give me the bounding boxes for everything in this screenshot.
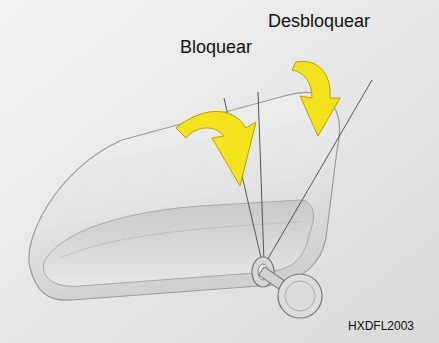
reference-line [258, 92, 264, 262]
key-head [278, 274, 322, 318]
unlock-arrow [292, 61, 340, 136]
handle-body [29, 92, 340, 300]
figure-code: HXDFL2003 [348, 320, 414, 332]
lock-label: Bloquear [180, 38, 252, 56]
unlock-label: Desbloquear [268, 12, 370, 30]
lock-arrow [176, 111, 256, 186]
